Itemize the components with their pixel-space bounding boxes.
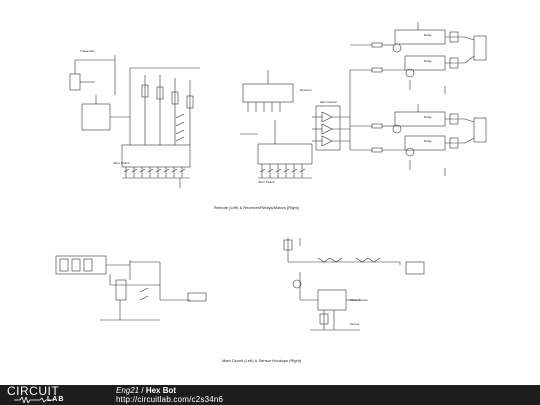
project-title: Eng21 / Hex Bot [116,386,176,395]
relay-3 [394,111,446,127]
logo-circuit-text: CIRCUIT [7,384,60,398]
motor-2 [473,117,487,143]
main-circuit [55,255,207,321]
switch-label-right: 4Pos Switch [258,180,275,184]
circuitlab-logo[interactable]: CIRCUIT [7,385,59,397]
remote-section-caption: Remote (Left) & Receiver/Relays/Motors (… [214,205,299,210]
relay-1 [394,29,446,45]
schematic-canvas: Transmitter 4Pos Switch Receiver 4Pos Sw… [55,22,487,363]
relay-label-3: Relay [424,115,432,119]
project-name: Hex Bot [145,386,177,395]
project-url[interactable]: http://circuitlab.com/c2s34n6 [116,395,224,404]
sensor-label: Sensor [350,322,360,326]
transistor-stage [115,279,127,301]
sensor-circuit [283,238,425,331]
encoder-ic [81,103,111,131]
waveform-icon [14,397,54,403]
main-section-caption: Main Circuit (Left) & Sensor Hookups (Ri… [222,358,302,363]
relay-label-1: Relay [424,33,432,37]
decoder-ic [257,143,313,165]
title-separator: / [139,386,146,395]
buffer-gates [321,111,333,147]
switch-block [69,73,81,91]
footer-bar: CIRCUIT LAB Eng21 / Hex Bot http://circu… [0,385,540,405]
schematic-drawing [55,22,487,331]
relay-label-2: Relay [424,59,432,63]
motor-sensor-label: Motor Sensor [350,298,369,302]
motor-1 [473,35,487,61]
author-link[interactable]: Eng21 [116,386,140,395]
receiver-module [242,83,294,103]
logo-lab: LAB [7,396,64,404]
logo-lab-text: LAB [47,396,65,403]
dip-switch-left [121,144,191,168]
motor-sensor-ic [317,289,347,311]
output-device [187,292,207,302]
decoder-label: Receiver [300,88,312,92]
relay-label-4: Relay [424,139,432,143]
encoder-label: Transmitter [80,49,96,53]
sensor-box [405,261,425,275]
buffer-label: HEX Inverter [320,100,338,104]
remote-circuit [69,55,200,188]
switch-label-left: 4Pos Switch [113,161,130,165]
relay-circuits [371,22,487,176]
receiver-circuit [240,44,372,179]
